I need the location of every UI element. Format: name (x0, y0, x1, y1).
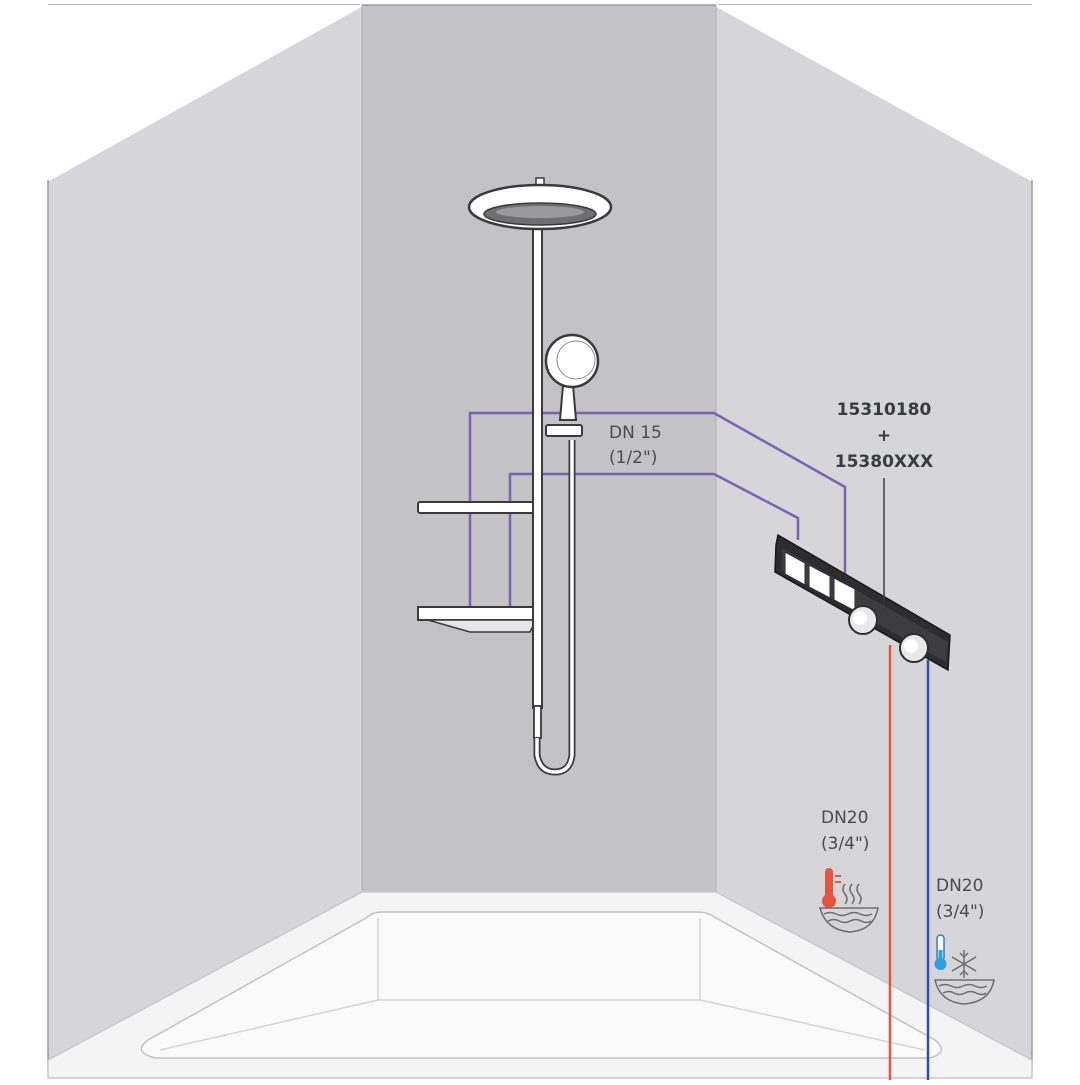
product-code-plus: + (876, 426, 892, 446)
hot-inlet-size-inch-label: (3/4") (821, 834, 870, 854)
water-basin-hot-icon (819, 907, 879, 933)
supply-pipe-overhead (468, 411, 847, 608)
thermometer-hot-icon (822, 868, 841, 908)
shelf-upper (417, 501, 541, 514)
hand-shower (544, 333, 600, 421)
cold-inlet-size-label: DN20 (936, 876, 984, 896)
hot-inlet-size-label: DN20 (821, 808, 869, 828)
thermostat-panel (774, 533, 951, 672)
overhead-shower-head (467, 177, 613, 231)
hot-water-icon (819, 868, 879, 933)
supply-pipe-size-label: DN 15 (609, 423, 662, 443)
product-code-thermostat: 15310180 (836, 400, 932, 420)
cold-inlet-size-inch-label: (3/4") (936, 902, 985, 922)
bathtub (47, 891, 1033, 1079)
bathtub-basin (140, 911, 943, 1059)
supply-pipe-handshower (508, 472, 800, 608)
panel-knob-flow (848, 605, 878, 635)
shelf-lower (417, 606, 541, 633)
right-wall (716, 5, 1032, 1070)
snowflake-icon (951, 950, 977, 978)
cold-water-icon (934, 934, 995, 1005)
product-code-trim: 15380XXX (834, 452, 934, 472)
thermometer-cold-icon (934, 934, 947, 970)
panel-buttons (784, 551, 856, 612)
panel-knob-temperature (899, 633, 929, 663)
left-wall (48, 5, 362, 1070)
supply-pipe-size-inch-label: (1/2") (609, 448, 658, 468)
water-basin-cold-icon (934, 979, 995, 1005)
supply-pipes-dn15 (468, 411, 847, 608)
steam-icon (842, 883, 862, 905)
